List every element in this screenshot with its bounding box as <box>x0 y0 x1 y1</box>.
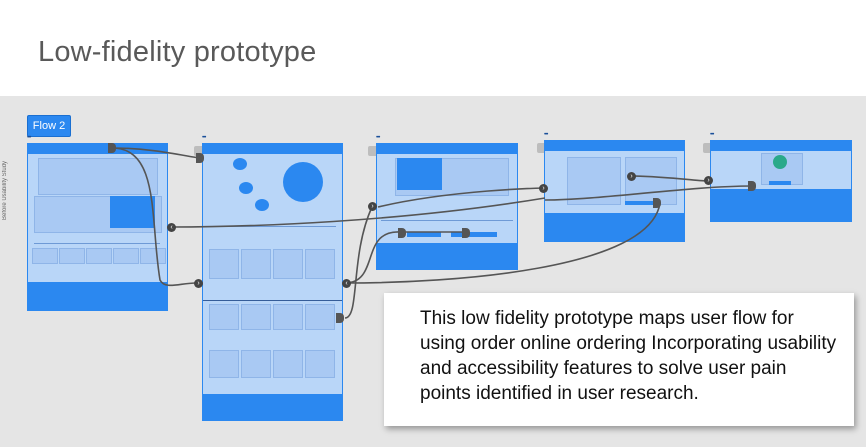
divider <box>203 300 342 301</box>
frame-footer <box>203 394 342 420</box>
chevron-left-icon[interactable]: ‹ <box>342 279 351 288</box>
frame-confirmation-screen[interactable] <box>710 140 852 222</box>
menu-item-card <box>305 350 335 378</box>
frame-footer <box>28 282 167 310</box>
connector-pin[interactable] <box>748 181 756 191</box>
frame-menu-screen[interactable] <box>202 143 343 421</box>
chevron-right-icon[interactable]: › <box>627 172 636 181</box>
menu-item-card <box>241 249 271 279</box>
image-placeholder-icon <box>239 182 253 194</box>
callout-text: This low fidelity prototype maps user fl… <box>420 308 837 404</box>
divider <box>381 220 513 221</box>
connector-pin[interactable] <box>653 198 661 208</box>
item-card <box>140 248 166 264</box>
frame-item-detail-screen[interactable] <box>376 143 518 270</box>
frame-checkout-screen[interactable] <box>544 140 685 242</box>
divider <box>209 226 336 227</box>
image-placeholder-icon <box>397 158 442 190</box>
frame-menu-dots[interactable]: ••• <box>202 135 206 141</box>
menu-item-card <box>305 249 335 279</box>
connector-pin[interactable] <box>336 313 344 323</box>
checkout-form <box>567 157 621 205</box>
item-card <box>59 248 85 264</box>
menu-item-card <box>241 304 271 330</box>
frame-header <box>545 141 684 151</box>
chevron-right-icon[interactable]: › <box>539 184 548 193</box>
frame-footer <box>711 189 851 221</box>
connector-pin[interactable] <box>196 153 204 163</box>
image-placeholder-icon <box>233 158 247 170</box>
frame-tab <box>368 146 376 156</box>
hero-carousel <box>38 158 158 195</box>
item-card <box>113 248 139 264</box>
description-callout: This low fidelity prototype maps user fl… <box>384 293 854 426</box>
connector-pin[interactable] <box>462 228 470 238</box>
item-card <box>32 248 58 264</box>
frame-menu-dots[interactable]: ••• <box>544 132 548 138</box>
image-placeholder-icon <box>283 162 323 202</box>
menu-item-card <box>273 249 303 279</box>
side-label: Before Usability Study <box>2 160 8 220</box>
checkmark-icon <box>773 155 787 169</box>
slide-title: Low-fidelity prototype <box>38 36 317 68</box>
frame-header <box>203 144 342 154</box>
frame-tab <box>703 143 711 153</box>
menu-item-card <box>273 304 303 330</box>
chevron-right-icon[interactable]: › <box>194 279 203 288</box>
add-button <box>407 232 441 237</box>
chevron-right-icon[interactable]: › <box>368 202 377 211</box>
frame-header <box>711 141 851 151</box>
image-placeholder-icon <box>255 199 269 211</box>
submit-button <box>625 201 653 205</box>
done-button <box>769 181 791 185</box>
image-placeholder-icon <box>110 196 155 228</box>
frame-tab <box>537 143 545 153</box>
order-summary <box>625 157 677 205</box>
chevron-left-icon[interactable]: ‹ <box>167 223 176 232</box>
frame-header <box>377 144 517 154</box>
frame-footer <box>377 243 517 269</box>
menu-item-card <box>241 350 271 378</box>
menu-item-card <box>273 350 303 378</box>
frame-menu-dots[interactable]: ••• <box>710 132 714 138</box>
connector-pin[interactable] <box>108 143 116 153</box>
menu-item-card <box>209 249 239 279</box>
item-card <box>86 248 112 264</box>
flow-badge[interactable]: Flow 2 <box>27 115 71 137</box>
frame-home-screen[interactable] <box>27 143 168 311</box>
frame-menu-dots[interactable]: ••• <box>27 135 31 141</box>
menu-item-card <box>305 304 335 330</box>
order-button <box>451 232 497 237</box>
frame-header <box>28 144 167 154</box>
chevron-right-icon[interactable]: › <box>704 176 713 185</box>
frame-menu-dots[interactable]: ••• <box>376 135 380 141</box>
connector-pin[interactable] <box>398 228 406 238</box>
menu-item-card <box>209 304 239 330</box>
frame-footer <box>545 213 684 241</box>
divider <box>34 243 160 244</box>
menu-item-card <box>209 350 239 378</box>
